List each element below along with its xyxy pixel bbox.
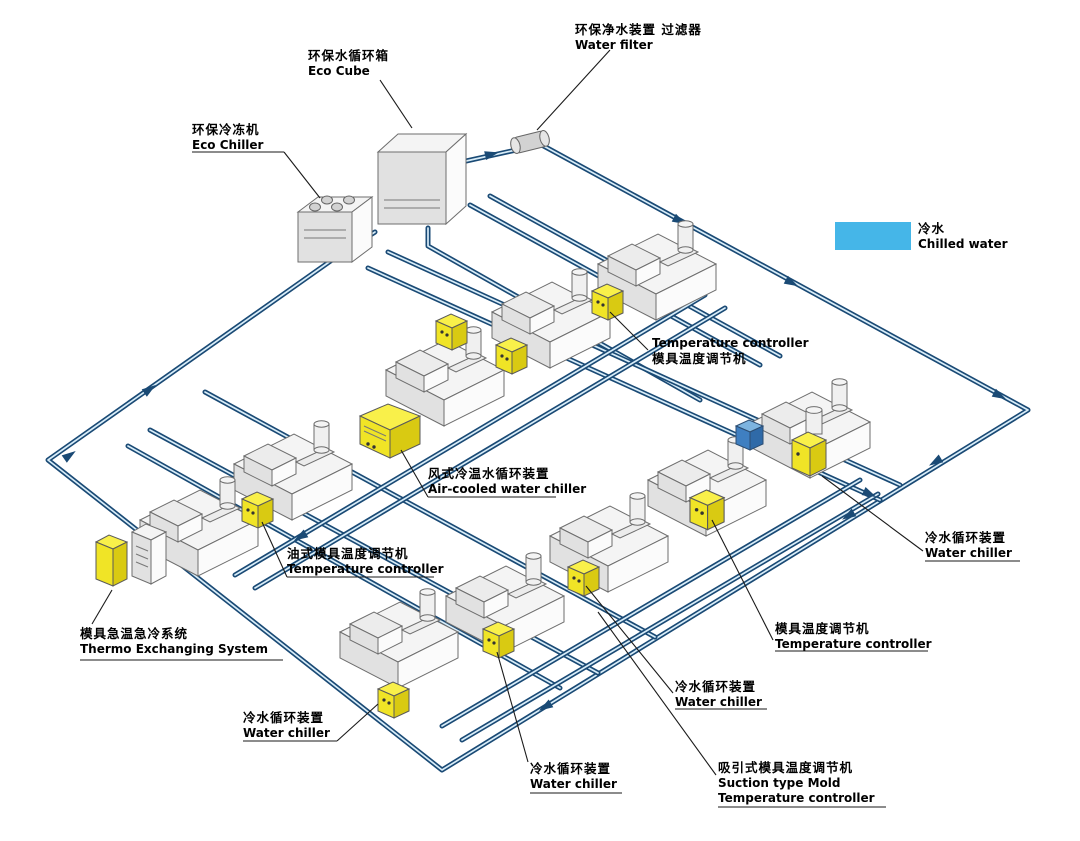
eco-cube-unit xyxy=(376,132,468,226)
water-chiller-right-unit xyxy=(790,406,828,477)
label-zh: 冷水循环装置 xyxy=(243,710,325,725)
label-en: Water chiller xyxy=(675,695,762,709)
label-zh: 模具急温急冷系统 xyxy=(80,626,189,641)
temperature-controller-unit xyxy=(689,489,725,531)
pipe-run xyxy=(441,479,861,727)
mold-temp-controller-right-label: 模具温度调节机 Temperature controller xyxy=(775,621,932,652)
temperature-controller-unit xyxy=(591,283,624,321)
label-zh: 环保净水装置 过滤器 xyxy=(575,22,702,37)
pipe-run xyxy=(461,493,879,741)
leader-lines xyxy=(80,49,1020,808)
thermo-exchanging-system-unit xyxy=(94,523,168,587)
controllers xyxy=(94,283,828,719)
water-chiller-middle-label: 冷水循环装置 Water chiller xyxy=(675,679,762,710)
label-en: Eco Chiller xyxy=(192,138,264,152)
label-zh: 模具温度调节机 xyxy=(775,621,870,636)
water-filter-unit xyxy=(510,130,550,154)
label-en: Temperature controller xyxy=(775,637,932,651)
eco-cube-label: 环保水循环箱 Eco Cube xyxy=(308,48,389,79)
label-en: Temperature controller xyxy=(652,336,809,350)
pipe-run xyxy=(204,391,656,638)
water-chiller-bottom-left-label: 冷水循环装置 Water chiller xyxy=(243,710,330,741)
label-zh: 模具温度调节机 xyxy=(652,351,747,367)
label-zh: 冷水循环装置 xyxy=(530,761,612,776)
label-en: Temperature controller xyxy=(718,791,875,806)
temperature-controller-unit xyxy=(495,337,528,375)
label-en: Water chiller xyxy=(530,777,617,791)
label-zh: 风式冷温水循环装置 xyxy=(428,466,550,481)
pipe-run xyxy=(234,294,706,576)
suction-controller-label: 吸引式模具温度调节机 Suction type Mold Temperature… xyxy=(718,760,875,807)
water-filter-label: 环保净水装置 过滤器 Water filter xyxy=(575,22,702,53)
oil-temperature-controller-unit xyxy=(241,491,274,529)
injection-molding-machine xyxy=(339,588,459,689)
air-cooled-chiller-label: 风式冷温水循环装置 Air-cooled water chiller xyxy=(428,466,586,497)
pipe-run xyxy=(427,227,701,401)
label-en: Temperature controller xyxy=(287,562,444,576)
suction-temperature-controller-unit xyxy=(567,559,600,597)
pipe-run xyxy=(254,307,726,589)
eco-chiller-label: 环保冷冻机 Eco Chiller xyxy=(192,122,263,153)
label-zh: 吸引式模具温度调节机 xyxy=(718,760,854,775)
legend-zh: 冷水 xyxy=(918,221,946,236)
water-chiller-right-label: 冷水循环装置 Water chiller xyxy=(925,530,1012,561)
label-zh: 冷水循环装置 xyxy=(675,679,757,694)
label-en: Water filter xyxy=(575,38,653,52)
temp-controller-top-label: Temperature controller 模具温度调节机 xyxy=(652,336,809,367)
label-zh: 冷水循环装置 xyxy=(925,530,1007,545)
label-zh: 油式模具温度调节机 xyxy=(287,546,409,561)
air-cooled-water-chiller-unit xyxy=(358,403,422,459)
label-zh: 环保水循环箱 xyxy=(308,48,390,63)
temperature-controller-unit xyxy=(435,313,468,351)
legend-swatch xyxy=(835,222,911,250)
water-chiller-unit xyxy=(377,681,410,719)
legend-en: Chilled water xyxy=(918,237,1008,251)
water-chiller-bottom-center-label: 冷水循环装置 Water chiller xyxy=(530,761,617,792)
eco-chiller-unit xyxy=(296,195,374,263)
control-box-unit xyxy=(735,419,764,451)
label-en: Water chiller xyxy=(243,726,330,740)
label-en: Air-cooled water chiller xyxy=(428,482,587,496)
water-chiller-unit xyxy=(482,621,515,659)
label-en: Suction type Mold xyxy=(718,776,841,790)
oil-temp-controller-label: 油式模具温度调节机 Temperature controller xyxy=(287,546,444,577)
label-en: Water chiller xyxy=(925,546,1012,560)
label-en: Thermo Exchanging System xyxy=(80,642,268,656)
thermo-exchanging-label: 模具急温急冷系统 Thermo Exchanging System xyxy=(80,626,268,657)
legend-label: 冷水 Chilled water xyxy=(918,221,1008,252)
label-zh: 环保冷冻机 xyxy=(192,122,260,137)
label-en: Eco Cube xyxy=(308,64,370,78)
